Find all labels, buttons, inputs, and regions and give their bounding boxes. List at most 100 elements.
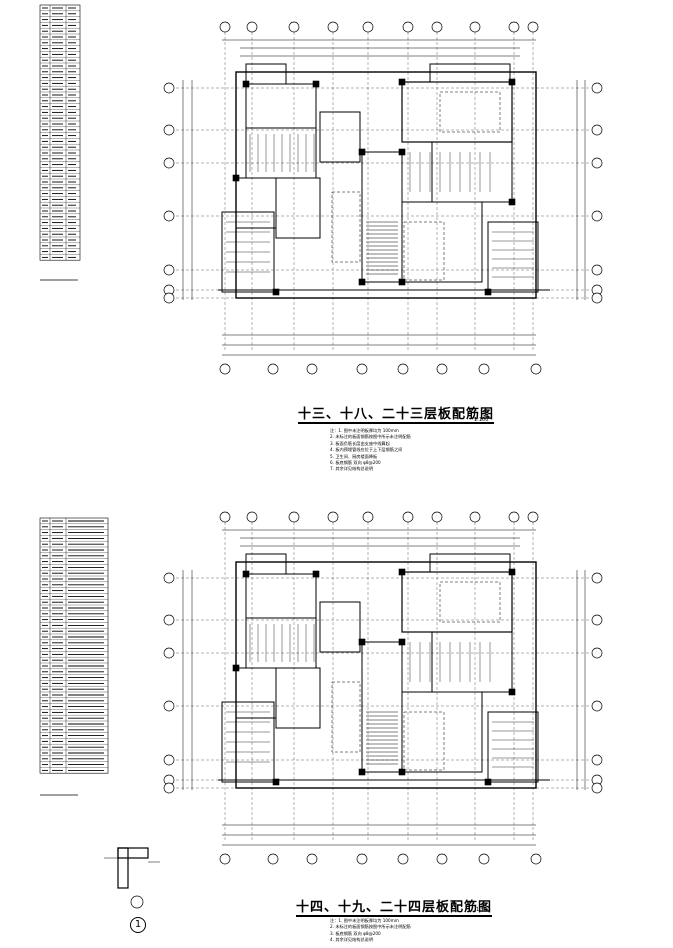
grid-bubble bbox=[288, 21, 300, 33]
column bbox=[398, 768, 406, 776]
room bbox=[235, 667, 277, 719]
slab-zone bbox=[403, 711, 445, 771]
plan-notes-upper: 注：1. 图中未注明板厚均为 100mm 2. 未标注的板面钢筋按图中所示未注明… bbox=[330, 428, 411, 473]
room bbox=[235, 177, 277, 229]
column bbox=[398, 278, 406, 286]
column bbox=[358, 148, 366, 156]
column bbox=[242, 80, 250, 88]
plan-scale-lower: 1:100 bbox=[476, 907, 491, 913]
room bbox=[319, 111, 361, 163]
outer-wall bbox=[235, 561, 537, 789]
grid-bubble bbox=[591, 572, 603, 584]
room bbox=[245, 617, 317, 669]
grid-bubble bbox=[431, 511, 443, 523]
room bbox=[275, 667, 321, 729]
grid-bubble bbox=[356, 853, 368, 865]
note-line: 7. 其余详见结构总说明 bbox=[330, 466, 374, 472]
column bbox=[272, 778, 280, 786]
balcony bbox=[429, 553, 511, 573]
grid-bubble bbox=[527, 21, 539, 33]
grid-bubble bbox=[591, 292, 603, 304]
column bbox=[508, 198, 516, 206]
grid-bubble bbox=[530, 363, 542, 375]
grid-bubble bbox=[431, 21, 443, 33]
grid-bubble bbox=[591, 754, 603, 766]
grid-bubble bbox=[591, 82, 603, 94]
grid-bubble bbox=[219, 21, 231, 33]
column bbox=[398, 638, 406, 646]
slab-zone bbox=[403, 221, 445, 281]
column bbox=[312, 80, 320, 88]
plan-notes-lower: 注：1. 图中未注明板厚均为 100mm 2. 未标注的板面钢筋按图中所示未注明… bbox=[330, 918, 411, 944]
grid-bubble bbox=[527, 511, 539, 523]
section-detail bbox=[104, 847, 160, 909]
grid-bubble bbox=[362, 21, 374, 33]
grid-bubble bbox=[267, 853, 279, 865]
grid-bubble bbox=[288, 511, 300, 523]
slab-zone bbox=[331, 191, 361, 263]
room bbox=[245, 573, 317, 619]
grid-bubble bbox=[362, 511, 374, 523]
room bbox=[401, 571, 513, 633]
slab-zone bbox=[331, 681, 361, 753]
column bbox=[358, 768, 366, 776]
plan-title-upper: 十三、十八、二十三层板配筋图 bbox=[298, 407, 495, 424]
detail-section bbox=[117, 847, 129, 889]
note-line: 6. 板底钢筋 双向 φ8@200 bbox=[330, 460, 381, 466]
grid-bubble bbox=[591, 210, 603, 222]
grid-bubble bbox=[591, 782, 603, 794]
column bbox=[358, 278, 366, 286]
room bbox=[275, 177, 321, 239]
grid-bubble bbox=[163, 157, 175, 169]
note-line: 3. 板面负筋长度由支座中线算起 bbox=[330, 440, 390, 446]
note-line: 4. 板内预埋管线应位于上下层钢筋之间 bbox=[330, 447, 403, 453]
column bbox=[398, 148, 406, 156]
grid-bubble bbox=[591, 700, 603, 712]
plan-scale-upper: 1:100 bbox=[474, 417, 489, 423]
column bbox=[312, 570, 320, 578]
column bbox=[272, 288, 280, 296]
column bbox=[398, 568, 406, 576]
grid-bubble bbox=[591, 647, 603, 659]
grid-bubble bbox=[591, 264, 603, 276]
room bbox=[245, 83, 317, 129]
grid-bubble bbox=[163, 124, 175, 136]
note-line: 5. 卫生间、厨房楼面降板 bbox=[330, 453, 378, 459]
grid-bubble bbox=[591, 124, 603, 136]
grid-bubble bbox=[163, 82, 175, 94]
grid-bubble bbox=[163, 614, 175, 626]
grid-bubble bbox=[267, 363, 279, 375]
note-line: 2. 未标注的板面钢筋按图中所示未注明配筋 bbox=[330, 924, 411, 930]
room bbox=[487, 221, 539, 293]
note-line: 2. 未标注的板面钢筋按图中所示未注明配筋 bbox=[330, 434, 411, 440]
room bbox=[431, 141, 513, 203]
grid-bubble bbox=[327, 21, 339, 33]
column bbox=[484, 778, 492, 786]
note-line: 4. 其余详见结构总说明 bbox=[330, 937, 374, 943]
slab-zone bbox=[439, 91, 501, 133]
note-line: 注：1. 图中未注明板厚均为 100mm bbox=[330, 428, 399, 433]
floor-elevation-tables bbox=[39, 4, 109, 796]
grid-bubble bbox=[163, 754, 175, 766]
room bbox=[431, 631, 513, 693]
grid-bubble bbox=[508, 21, 520, 33]
grid-bubble bbox=[306, 363, 318, 375]
detail-section bbox=[117, 847, 149, 859]
grid-bubble bbox=[306, 853, 318, 865]
room bbox=[221, 701, 275, 783]
grid-bubble bbox=[163, 572, 175, 584]
column bbox=[242, 570, 250, 578]
note-line: 注：1. 图中未注明板厚均为 100mm bbox=[330, 918, 399, 923]
floor-plan-lower bbox=[163, 511, 603, 865]
grid-bubble bbox=[469, 21, 481, 33]
room bbox=[245, 127, 317, 179]
grid-bubble bbox=[219, 363, 231, 375]
room bbox=[319, 601, 361, 653]
grid-bubble bbox=[478, 853, 490, 865]
outer-wall bbox=[235, 71, 537, 299]
detail-callout: 1 bbox=[130, 917, 146, 933]
column bbox=[508, 568, 516, 576]
plan-title-lower: 十四、十九、二十四层板配筋图 bbox=[296, 900, 493, 917]
balcony bbox=[245, 553, 287, 575]
note-line: 3. 板底钢筋 双向 φ8@200 bbox=[330, 930, 381, 936]
